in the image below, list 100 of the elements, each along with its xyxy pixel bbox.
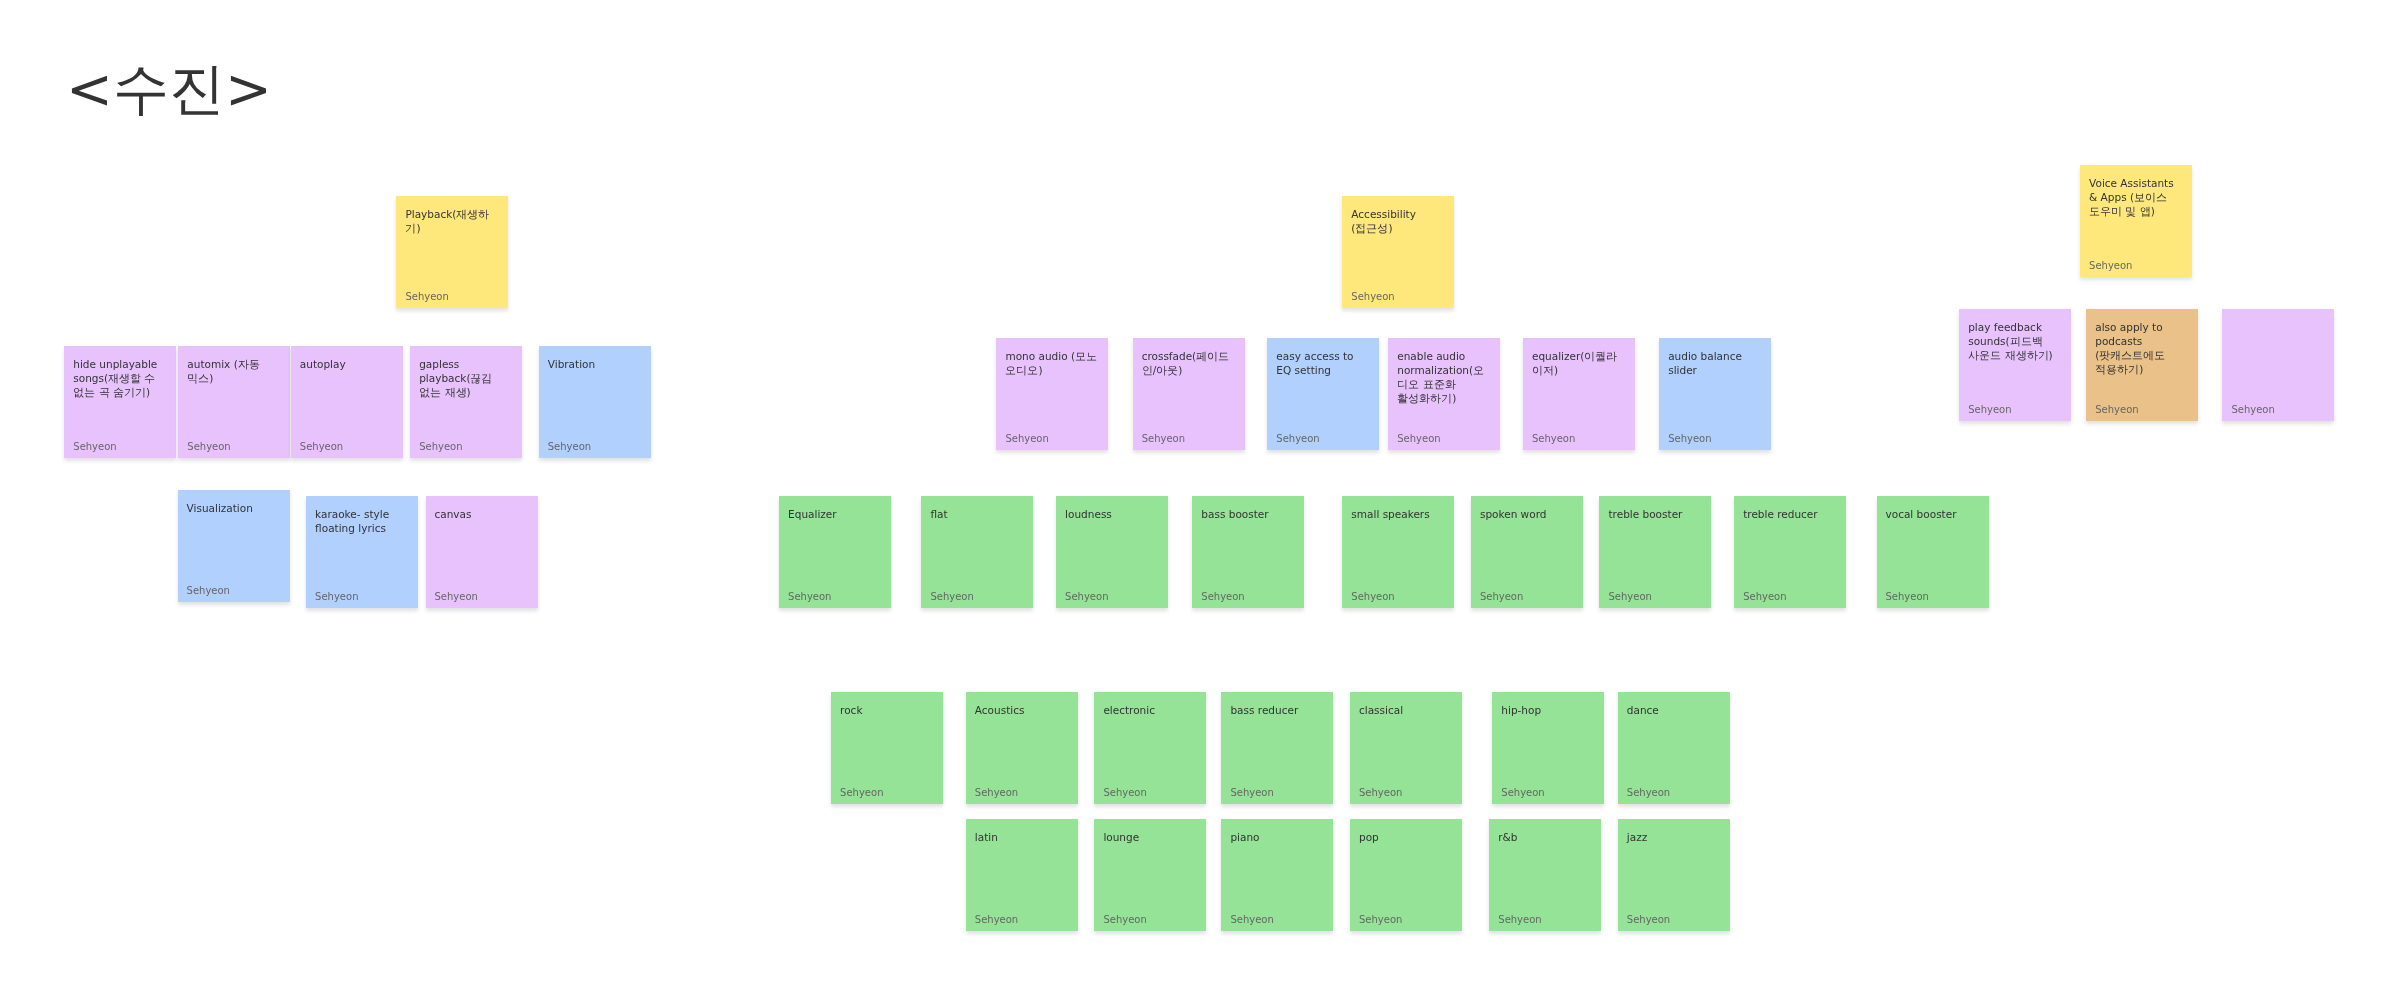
sticky-note [1094,818,1207,931]
author-name: Sehyeon [1230,786,1274,798]
note-text: play feedback sounds(피드백 사운드 재생하기) [1968,320,2054,363]
author-name: Sehyeon [1141,433,1185,445]
sticky-note [1599,495,1712,608]
sticky-note [1267,338,1380,451]
author-name: Sehyeon [2095,404,2139,416]
note-text: flat [930,506,949,521]
author-name: Sehyeon [1005,433,1049,445]
author-name: Sehyeon [1201,590,1245,602]
page-title: <수진> [66,55,272,123]
note-text: dance [1626,702,1660,717]
sticky-note [306,495,419,608]
author-name: Sehyeon [73,440,117,452]
sticky-note [921,495,1034,608]
note-text: automix (자동 믹스) [187,356,261,385]
author-name: Sehyeon [1501,786,1545,798]
note-text: Vibration [547,356,597,371]
note-text: mono audio (모노 오디오) [1005,349,1099,378]
sticky-note [2086,309,2199,422]
author-name: Sehyeon [1968,404,2012,416]
author-name: Sehyeon [2231,404,2275,416]
sticky-note [1132,338,1245,451]
author-name: Sehyeon [788,590,832,602]
note-text: small speakers [1351,506,1431,521]
sticky-note [1659,338,1772,451]
sticky-note [996,338,1109,451]
sticky-note [1342,195,1455,308]
author-name: Sehyeon [1351,590,1395,602]
note-text: Equalizer [788,506,838,521]
sticky-note [1470,495,1583,608]
sticky-note [1617,691,1730,804]
sticky-note [178,345,291,458]
sticky-note [2222,309,2335,422]
note-text: loudness [1065,506,1113,521]
sticky-note [538,345,651,458]
sticky-note [2080,165,2193,278]
author-name: Sehyeon [419,440,463,452]
sticky-note [425,495,538,608]
note-text: Playback(재생하기) [405,206,491,235]
sticky-note [965,691,1078,804]
note-text: bass reducer [1230,702,1300,717]
note-text: audio balance slider [1668,349,1743,378]
author-name: Sehyeon [1103,786,1147,798]
note-text: Visualization [186,500,254,515]
author-name: Sehyeon [1626,786,1671,798]
note-text: piano [1230,829,1261,844]
note-text: hide unplayable songs(재생할 수 없는 곡 숨기기) [73,356,159,399]
note-text: bass booster [1201,506,1270,521]
author-name: Sehyeon [1498,913,1542,925]
note-text: electronic [1103,702,1156,717]
author-name: Sehyeon [1359,913,1403,925]
sticky-note [1388,338,1501,451]
note-text: rock [840,702,864,717]
note-text: Voice Assistants & Apps (보이스 도우미 및 앱) [2089,176,2175,219]
note-text: enable audio normalization(오디오 표준화 활성화하기) [1397,349,1486,406]
sticky-note [1350,818,1462,931]
sticky-note [1094,691,1207,804]
note-text: crossfade(페이드 인/아웃) [1141,349,1231,378]
sticky-note [1192,495,1305,608]
sticky-note [1350,691,1462,804]
author-name: Sehyeon [186,584,230,596]
sticky-note [290,345,403,458]
note-text: classical [1359,702,1405,717]
author-name: Sehyeon [434,590,478,602]
author-name: Sehyeon [974,786,1019,798]
note-text: vocal booster [1885,506,1958,521]
note-text: easy access to EQ setting [1276,349,1355,378]
sticky-note [1221,691,1334,804]
sticky-note [396,195,509,308]
sticky-note [1489,818,1602,931]
note-text: pop [1359,829,1380,844]
note-text: latin [974,829,999,844]
sticky-note [1342,495,1455,608]
author-name: Sehyeon [1531,433,1576,445]
note-text: karaoke- style floating lyrics [315,506,391,535]
author-name: Sehyeon [840,786,884,798]
author-name: Sehyeon [1885,590,1929,602]
sticky-note [779,495,892,608]
author-name: Sehyeon [299,440,344,452]
author-name: Sehyeon [1743,590,1787,602]
author-name: Sehyeon [1668,433,1712,445]
author-name: Sehyeon [1479,590,1524,602]
note-text: canvas [434,506,473,521]
author-name: Sehyeon [405,290,449,302]
note-text: r&b [1498,829,1519,844]
sticky-note [831,691,944,804]
sticky-note [64,345,177,458]
note-text: treble reducer [1743,506,1819,521]
note-text: Acoustics [974,702,1026,717]
note-text: lounge [1103,829,1141,844]
sticky-note [177,489,290,602]
note-text: also apply to podcasts (팟캐스트에도 적용하기) [2095,320,2167,377]
author-name: Sehyeon [315,590,359,602]
note-text: autoplay [299,356,347,371]
sticky-note [1617,818,1730,931]
author-name: Sehyeon [1359,786,1403,798]
author-name: Sehyeon [974,913,1019,925]
note-text: spoken word [1479,506,1548,521]
sticky-note [1056,495,1169,608]
